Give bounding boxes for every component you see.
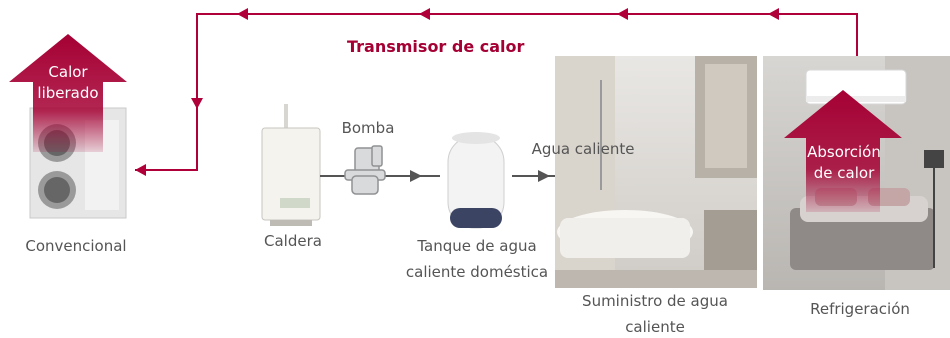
heat-absorption-line2: de calor xyxy=(813,164,875,182)
heat-released-label: Calor liberado xyxy=(22,62,114,104)
heat-absorption-label: Absorción de calor xyxy=(798,142,890,184)
pump-label: Bomba xyxy=(341,119,395,137)
tank-label-line1: Tanque de agua xyxy=(417,237,537,255)
hot-water-label: Agua caliente xyxy=(531,140,635,158)
bathroom-image xyxy=(555,56,757,288)
boiler-label: Caldera xyxy=(264,232,322,250)
conventional-label: Convencional xyxy=(25,237,127,255)
tank-label-line2: caliente doméstica xyxy=(405,263,549,281)
heat-transfer-loop xyxy=(135,13,858,171)
heat-absorption-line1: Absorción xyxy=(807,143,881,161)
hot-water-supply-line2: caliente xyxy=(625,318,685,336)
heat-released-arrow xyxy=(9,34,127,152)
loop-arrowheads xyxy=(135,8,779,176)
boiler-icon xyxy=(261,104,321,226)
hot-water-supply-label: Suministro de agua caliente xyxy=(560,291,750,338)
tank-label: Tanque de agua caliente doméstica xyxy=(382,236,572,283)
heat-released-line1: Calor xyxy=(48,63,88,81)
cooling-label: Refrigeración xyxy=(810,300,910,318)
heat-absorption-arrow xyxy=(784,90,902,212)
pump-icon xyxy=(344,145,386,195)
diagram-title: Transmisor de calor xyxy=(347,37,525,56)
hot-water-supply-line1: Suministro de agua xyxy=(582,292,728,310)
tank-icon xyxy=(447,132,505,229)
heat-released-line2: liberado xyxy=(37,84,99,102)
